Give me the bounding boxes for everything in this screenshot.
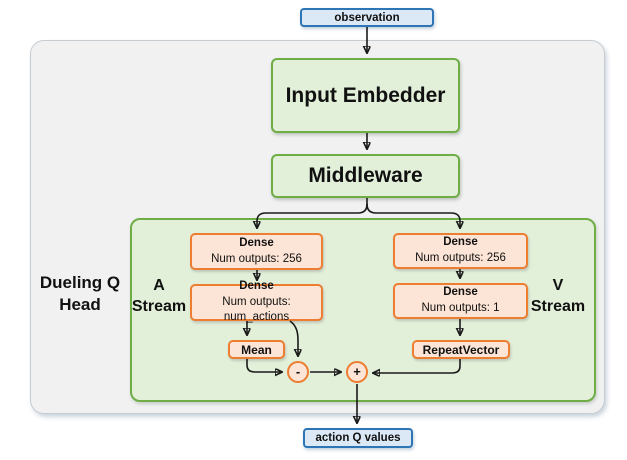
dense-subtitle: Num outputs: 1 — [421, 302, 500, 314]
input-embedder-box: Input Embedder — [271, 58, 460, 133]
action-q-values-label: action Q values — [315, 432, 401, 444]
mean-box: Mean — [228, 340, 285, 359]
v-stream-label: V Stream — [530, 277, 586, 315]
minus-node-label: - — [295, 364, 301, 379]
action-q-values-box: action Q values — [303, 428, 413, 448]
dueling-q-head-label: Dueling Q Head — [39, 273, 121, 315]
dense-subtitle: Num outputs: 256 — [415, 252, 506, 264]
dense-subtitle: Num outputs: 256 — [211, 252, 302, 265]
repeat-vector-box: RepeatVector — [412, 340, 510, 359]
v-stream-dense-2: Dense Num outputs: 1 — [393, 283, 528, 319]
dense-title: Dense — [239, 236, 274, 249]
minus-node: - — [287, 361, 309, 383]
middleware-label: Middleware — [308, 164, 423, 187]
v-stream-dense-1: Dense Num outputs: 256 — [393, 233, 528, 269]
dense-title: Dense — [239, 280, 274, 293]
a-stream-label: A Stream — [131, 277, 187, 315]
input-embedder-label: Input Embedder — [285, 83, 446, 107]
a-stream-dense-1: Dense Num outputs: 256 — [190, 233, 323, 270]
dense-title: Dense — [443, 236, 478, 249]
dense-subtitle: Num outputs: num_actions — [222, 295, 291, 324]
repeat-vector-label: RepeatVector — [422, 342, 500, 357]
middleware-box: Middleware — [271, 154, 460, 198]
plus-node: + — [346, 361, 368, 383]
observation-label: observation — [334, 11, 400, 24]
dense-title: Dense — [443, 286, 478, 299]
observation-box: observation — [300, 8, 434, 27]
plus-node-label: + — [353, 364, 361, 379]
mean-label: Mean — [241, 342, 272, 357]
a-stream-dense-2: Dense Num outputs: num_actions — [190, 280, 323, 323]
